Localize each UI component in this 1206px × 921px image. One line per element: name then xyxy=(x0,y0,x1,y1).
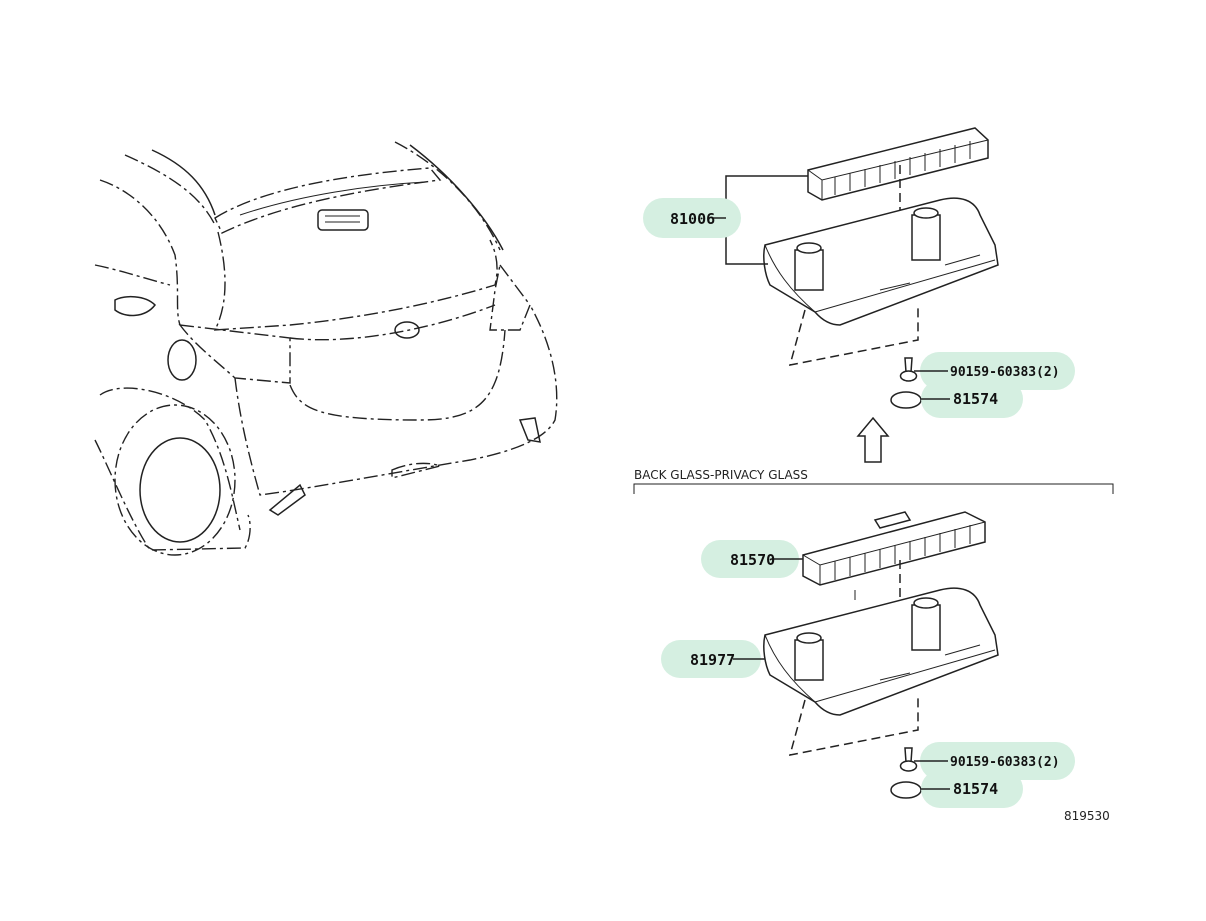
up-arrow-icon xyxy=(856,416,890,463)
svg-text:90159-60383(2): 90159-60383(2) xyxy=(950,755,1060,770)
brake-light-location xyxy=(317,209,369,231)
cover-cap-icon xyxy=(890,781,922,799)
svg-text:81570: 81570 xyxy=(730,551,775,569)
svg-text:81574: 81574 xyxy=(953,390,998,408)
svg-text:90159-60383(2): 90159-60383(2) xyxy=(950,365,1060,380)
screw-icon xyxy=(899,357,918,382)
callout-upper-cover[interactable]: 81574 xyxy=(921,380,1023,418)
screw-icon xyxy=(899,747,918,772)
lower-assembly xyxy=(763,511,999,799)
callout-81570[interactable]: 81570 xyxy=(701,540,803,578)
svg-text:81977: 81977 xyxy=(690,651,735,669)
vehicle-rear-view xyxy=(94,141,558,556)
svg-text:81006: 81006 xyxy=(670,210,715,228)
svg-text:BACK GLASS-PRIVACY GLASS: BACK GLASS-PRIVACY GLASS xyxy=(634,468,808,482)
section-bracket: BACK GLASS-PRIVACY GLASS xyxy=(633,468,1114,494)
callout-81006[interactable]: 81006 xyxy=(643,198,741,238)
figure-number: 819530 xyxy=(1064,809,1110,823)
cover-cap-icon xyxy=(890,391,922,409)
callout-81977[interactable]: 81977 xyxy=(661,640,765,678)
svg-text:81574: 81574 xyxy=(953,780,998,798)
callout-lower-cover[interactable]: 81574 xyxy=(921,770,1023,808)
